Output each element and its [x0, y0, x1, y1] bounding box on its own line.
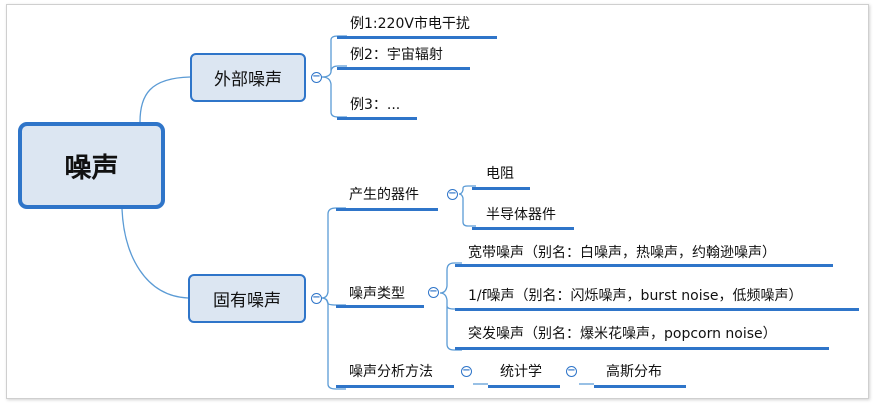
analysis-method-label: 统计学 — [500, 364, 542, 380]
analysis-underline — [336, 385, 454, 388]
example-2-label: 例2：宇宙辐射 — [350, 47, 443, 63]
example-1-underline — [337, 36, 497, 39]
type-burst-label: 突发噪声（别名：爆米花噪声，popcorn noise） — [468, 326, 777, 342]
collapse-sources-icon[interactable]: − — [447, 188, 458, 200]
type-flicker-underline — [455, 308, 859, 311]
types-label: 噪声类型 — [349, 286, 405, 302]
link-types-items — [439, 262, 462, 351]
type-broadband-label: 宽带噪声（别名：白噪声，热噪声，约翰逊噪声） — [468, 245, 776, 261]
collapse-external-icon[interactable]: − — [311, 71, 322, 83]
sources-label: 产生的器件 — [349, 187, 419, 203]
collapse-inherent-icon[interactable]: − — [311, 292, 322, 304]
external-noise-topic[interactable]: 外部噪声 — [190, 53, 306, 102]
inherent-noise-topic[interactable]: 固有噪声 — [188, 274, 306, 323]
source-semiconductor-label: 半导体器件 — [486, 207, 556, 223]
inherent-noise-label: 固有噪声 — [213, 291, 281, 311]
type-flicker-label: 1/f噪声（别名：闪烁噪声，burst noise，低频噪声） — [468, 288, 803, 304]
analysis-method-underline — [488, 385, 560, 388]
link-root-inherent — [121, 208, 189, 299]
link-sources-items — [458, 185, 476, 227]
root-topic[interactable]: 噪声 — [18, 122, 165, 209]
collapse-method-icon[interactable]: − — [566, 365, 577, 377]
type-broadband-underline — [455, 264, 833, 267]
source-semiconductor-underline — [472, 227, 574, 230]
type-burst-underline — [455, 347, 829, 350]
external-noise-label: 外部噪声 — [214, 70, 282, 90]
gaussian-label: 高斯分布 — [606, 364, 662, 380]
example-3-label: 例3：... — [350, 97, 401, 113]
analysis-label: 噪声分析方法 — [349, 364, 433, 380]
link-external-examples — [321, 35, 347, 118]
example-1-label: 例1:220V市电干扰 — [350, 16, 470, 32]
root-topic-label: 噪声 — [64, 153, 119, 184]
example-3-underline — [337, 117, 417, 120]
source-resistor-underline — [472, 187, 530, 190]
link-root-external — [139, 76, 191, 123]
sources-underline — [336, 208, 438, 211]
link-inherent-sub — [321, 207, 346, 390]
collapse-analysis-icon[interactable]: − — [461, 365, 472, 377]
types-underline — [336, 305, 424, 308]
gaussian-underline — [594, 385, 686, 388]
example-2-underline — [337, 67, 470, 70]
source-resistor-label: 电阻 — [486, 166, 514, 182]
collapse-types-icon[interactable]: − — [428, 286, 439, 298]
